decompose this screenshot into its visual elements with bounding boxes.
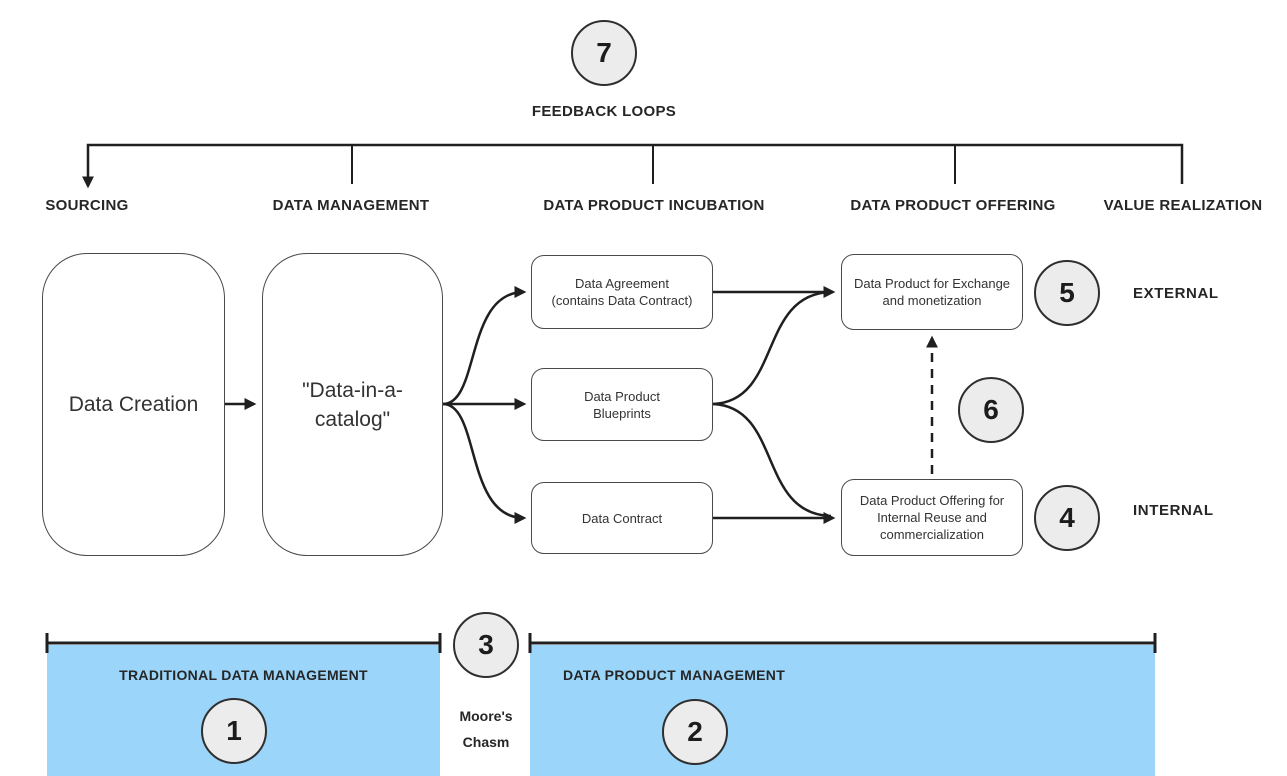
stage-label-value-realization: VALUE REALIZATION xyxy=(1103,197,1263,214)
external-offering-box: Data Product for Exchange and monetizati… xyxy=(841,254,1023,330)
marker-1-number: 1 xyxy=(226,715,242,746)
data-contract-box: Data Contract xyxy=(531,482,713,554)
data-agreement-label: Data Agreement (contains Data Contract) xyxy=(551,276,693,308)
data-contract-label: Data Contract xyxy=(581,510,663,526)
arrow-catalog-to-contract xyxy=(442,402,527,524)
data-agreement-box: Data Agreement (contains Data Contract) xyxy=(531,255,713,329)
arrow-blueprints-to-external-offering xyxy=(712,290,832,406)
arrow-catalog-to-agreement xyxy=(442,286,527,406)
external-label: EXTERNAL xyxy=(1133,285,1219,302)
marker-1-circle: 1 xyxy=(201,698,267,764)
internal-label: INTERNAL xyxy=(1133,502,1214,519)
feedback-loops-label: FEEDBACK LOOPS xyxy=(531,103,677,120)
marker-2-circle: 2 xyxy=(662,699,728,765)
stage-label-data-management: DATA MANAGEMENT xyxy=(272,197,430,214)
data-in-a-catalog-label: "Data-in-a- catalog" xyxy=(302,378,403,431)
marker-5-number: 5 xyxy=(1059,277,1075,308)
marker-3-number: 3 xyxy=(478,629,494,660)
stage-label-data-product-incubation: DATA PRODUCT INCUBATION xyxy=(543,197,765,214)
marker-5-circle: 5 xyxy=(1034,260,1100,326)
internal-offering-box: Data Product Offering for Internal Reuse… xyxy=(841,479,1023,556)
marker-4-circle: 4 xyxy=(1034,485,1100,551)
data-creation-label: Data Creation xyxy=(68,393,199,416)
arrow-blueprints-to-internal-offering xyxy=(712,402,832,518)
moores-chasm-label: Moore's Chasm xyxy=(459,708,513,750)
marker-6-number: 6 xyxy=(983,394,999,425)
marker-2-number: 2 xyxy=(687,716,703,747)
stage-label-data-product-offering: DATA PRODUCT OFFERING xyxy=(850,197,1056,214)
external-offering-label: Data Product for Exchange and monetizati… xyxy=(853,276,1011,308)
marker-4-number: 4 xyxy=(1059,502,1075,533)
traditional-data-management-label: TRADITIONAL DATA MANAGEMENT xyxy=(119,667,368,683)
data-product-management-band xyxy=(530,645,1155,776)
marker-6-circle: 6 xyxy=(958,377,1024,443)
marker-3-circle: 3 xyxy=(453,612,519,678)
data-product-blueprints-label: Data Product Blueprints xyxy=(584,388,660,421)
stage-label-sourcing: SOURCING xyxy=(45,197,129,214)
feedback-loop-line xyxy=(82,143,1184,189)
data-product-blueprints-box: Data Product Blueprints xyxy=(531,368,713,441)
internal-offering-label: Data Product Offering for Internal Reuse… xyxy=(859,493,1005,542)
marker-7-circle: 7 xyxy=(571,20,637,86)
data-product-management-label: DATA PRODUCT MANAGEMENT xyxy=(563,667,786,683)
data-creation-box: Data Creation xyxy=(42,253,225,556)
data-in-a-catalog-box: "Data-in-a- catalog" xyxy=(262,253,443,556)
marker-7-number: 7 xyxy=(596,37,612,68)
